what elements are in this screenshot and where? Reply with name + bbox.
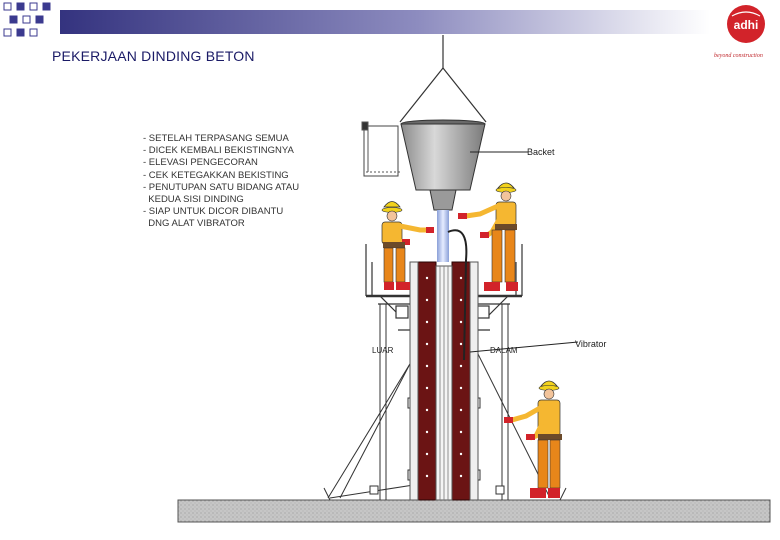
header-decoration	[3, 2, 51, 37]
concrete-pour-stream	[437, 210, 449, 262]
worker-ground	[504, 380, 562, 498]
header-gradient-bar	[60, 10, 710, 34]
note-line: - ELEVASI PENGECORAN	[143, 157, 258, 169]
note-line: - PENUTUPAN SATU BIDANG ATAU	[143, 181, 300, 193]
note-line: DNG ALAT VIBRATOR	[143, 218, 245, 230]
outside-label: LUAR	[372, 346, 394, 355]
concrete-bucket	[400, 119, 486, 211]
vibrator-leader-line	[469, 341, 579, 353]
logo-tagline: beyond construction	[714, 53, 763, 59]
rear-formwork-frame	[361, 121, 400, 177]
wall-formwork	[409, 261, 479, 501]
inside-label: DALAM	[490, 346, 518, 355]
worker-right	[458, 182, 518, 291]
ground-slab	[177, 499, 771, 523]
page-title: PEKERJAAN DINDING BETON	[52, 48, 255, 64]
note-line: - CEK KETEGAKKAN BEKISTING	[143, 169, 289, 181]
note-line: - SETELAH TERPASANG SEMUA	[143, 133, 289, 144]
bucket-label: Backet	[527, 147, 555, 157]
note-line: - SIAP UNTUK DICOR DIBANTU	[143, 206, 284, 218]
vibrator-label: Vibrator	[575, 339, 607, 349]
adhi-logo: adhi	[727, 5, 765, 43]
vibrator-hose	[447, 229, 468, 361]
procedure-notes: - SETELAH TERPASANG SEMUA - DICEK KEMBAL…	[143, 133, 363, 231]
svg-text:adhi: adhi	[734, 18, 759, 32]
note-line: KEDUA SISI DINDING	[143, 194, 244, 206]
worker-left	[381, 201, 434, 290]
note-line: - DICEK KEMBALI BEKISTINGNYA	[143, 145, 294, 157]
crane-hook	[399, 35, 487, 123]
